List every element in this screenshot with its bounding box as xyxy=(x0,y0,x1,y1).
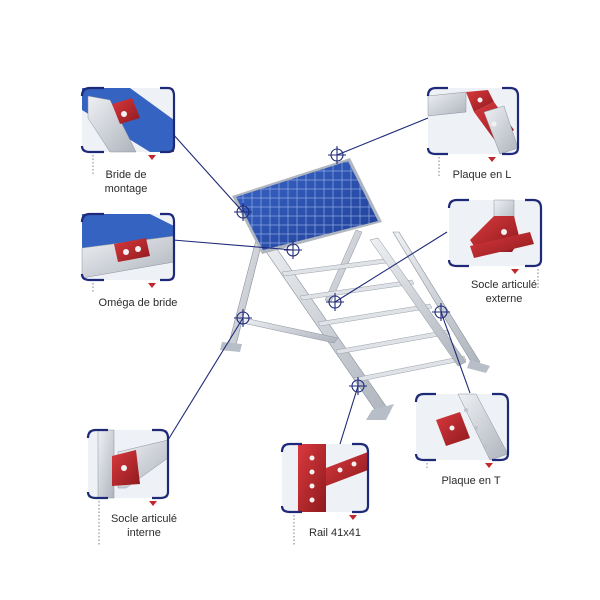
main-structure xyxy=(220,158,490,420)
label-plaque-l: Plaque en L xyxy=(444,168,520,182)
label-line: Bride de xyxy=(105,169,147,181)
rail-profile-icon xyxy=(298,444,368,512)
callout-plaque-l xyxy=(426,86,520,178)
omega-clamp-icon xyxy=(81,214,175,279)
label-line: Oméga de bride xyxy=(98,297,178,309)
target-bride-montage xyxy=(234,203,252,221)
label-line: Plaque en T xyxy=(441,475,501,487)
mounting-clamp-icon xyxy=(82,88,174,153)
t-plate-icon xyxy=(436,393,509,461)
callout-bride-montage xyxy=(80,86,176,175)
label-line: montage xyxy=(104,183,148,195)
label-line: externe xyxy=(485,293,523,305)
label-rail: Rail 41x41 xyxy=(300,526,370,540)
target-markers xyxy=(234,146,450,395)
label-bride-montage: Bride de montage xyxy=(98,168,154,196)
callout-plaque-t xyxy=(414,392,510,470)
label-line: Plaque en L xyxy=(452,169,512,181)
callout-rail xyxy=(280,442,370,545)
l-plate-icon xyxy=(427,90,519,155)
label-socle-interne: Socle articulé interne xyxy=(102,512,186,540)
rear-rail xyxy=(369,237,467,367)
front-leg xyxy=(392,231,481,366)
inner-hinge-base-icon xyxy=(97,429,169,499)
rail-foot xyxy=(366,404,394,420)
target-plaque-t xyxy=(432,303,450,321)
front-foot xyxy=(467,360,490,373)
label-line: interne xyxy=(127,527,161,539)
target-rail xyxy=(349,377,367,395)
outer-hinge-base-icon xyxy=(470,199,534,258)
target-socle-interne xyxy=(234,309,252,327)
callout-socle-externe xyxy=(447,198,543,290)
target-socle-externe xyxy=(326,293,344,311)
label-line: Socle articulé xyxy=(110,513,178,525)
label-socle-externe: Socle articulé externe xyxy=(462,278,546,306)
callout-socle-interne xyxy=(86,428,170,545)
target-omega-bride xyxy=(284,241,302,259)
callout-omega-bride xyxy=(80,212,176,292)
solar-panel-cells xyxy=(236,161,378,250)
leader-lines xyxy=(167,117,471,445)
cross-rungs xyxy=(281,257,467,383)
label-plaque-t: Plaque en T xyxy=(436,474,506,488)
back-foot xyxy=(220,342,242,352)
label-line: Rail 41x41 xyxy=(309,527,361,539)
target-plaque-l xyxy=(328,146,346,164)
back-leg xyxy=(228,239,263,346)
label-omega-bride: Oméga de bride xyxy=(88,296,188,310)
label-line: Socle articulé xyxy=(470,279,538,291)
